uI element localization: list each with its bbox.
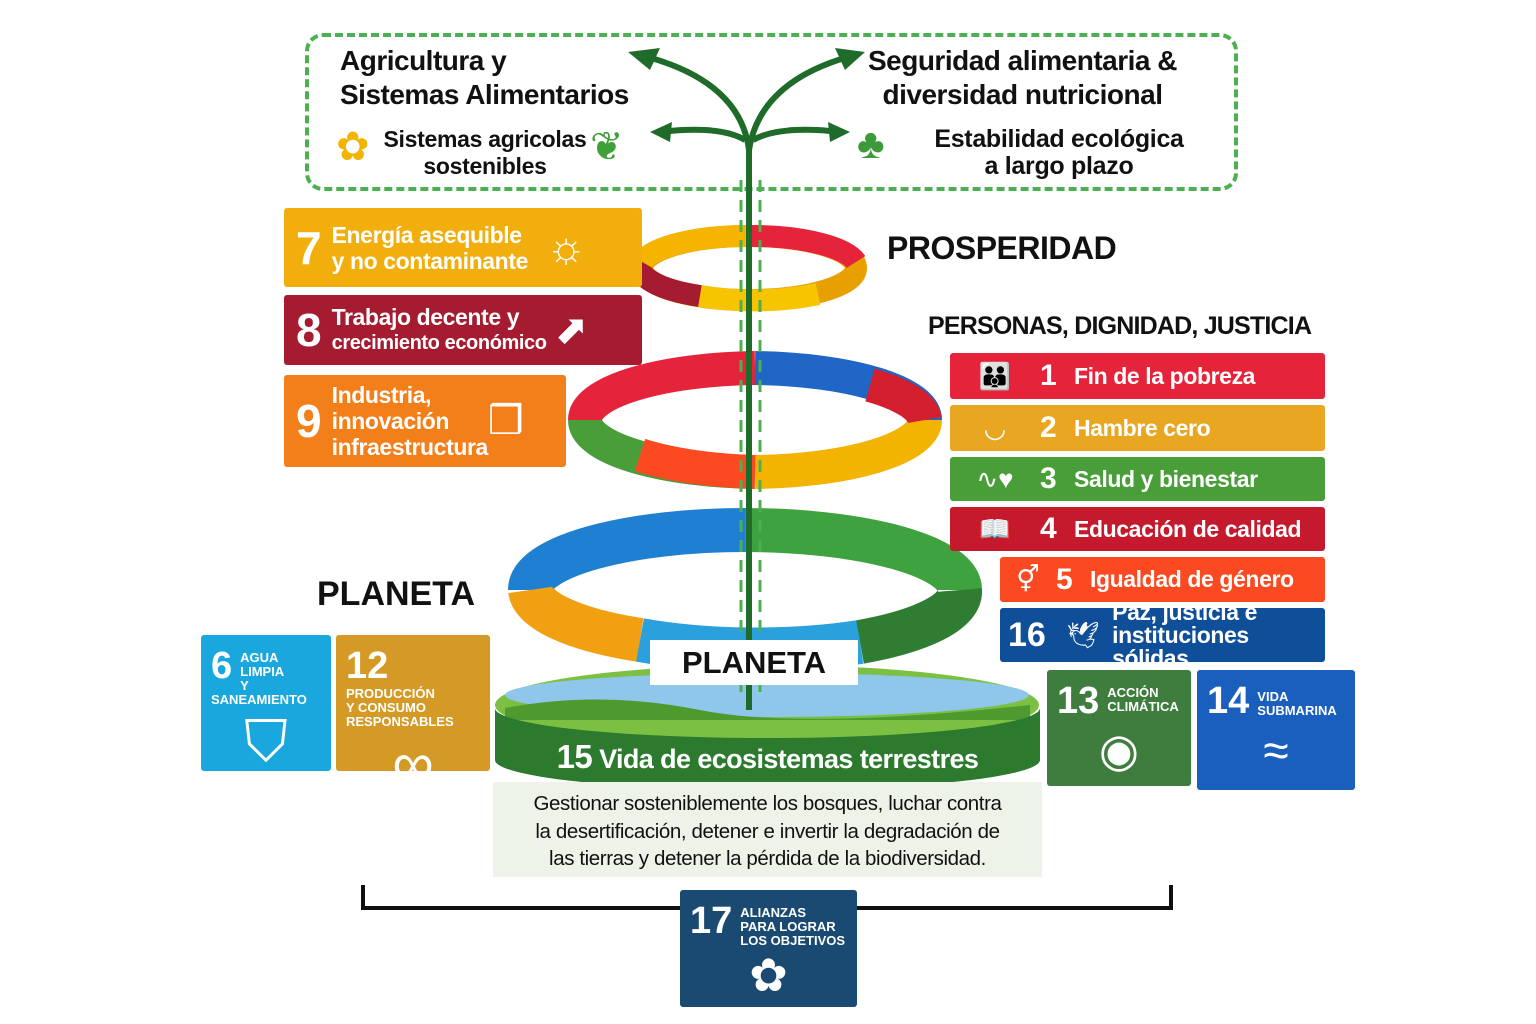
sun-icon: ☼ [546, 222, 587, 272]
goal-15-platform [495, 665, 1040, 791]
planet-ring [508, 508, 982, 672]
prosperity-label: PROSPERIDAD [887, 230, 1117, 266]
dove-icon: 🕊 [1066, 619, 1100, 650]
tree-icon: ♣ [857, 120, 885, 167]
gender-icon: ⚥ [1016, 564, 1040, 594]
planet-ring-label: PLANETA [650, 640, 858, 685]
infinity-icon: ∞ [392, 731, 434, 796]
planet-label: PLANETA [317, 575, 476, 613]
right-title: Seguridad alimentaria &diversidad nutric… [867, 45, 1178, 110]
food-systems-box [305, 33, 1238, 191]
heartbeat-icon: ∿♥ [976, 463, 1014, 494]
family-icon: 👪 [978, 360, 1012, 391]
flower-icon: ✿ [749, 949, 788, 1001]
water-glass-icon: ⛉ [244, 709, 288, 774]
growth-chart-icon: ⬈ [554, 308, 589, 352]
goal-15-title: 15 Vida de ecosistemas terrestres [556, 738, 979, 775]
cubes-icon: ❒ [487, 399, 524, 443]
fish-icon: ≈ [1263, 724, 1289, 776]
wheat-icon: ✿ [336, 125, 370, 169]
people-ring [567, 351, 943, 489]
eye-globe-icon: ◉ [1098, 724, 1140, 776]
stem [639, 52, 856, 710]
goal-15-description: Gestionar sosteniblemente los bosques, l… [493, 782, 1042, 877]
book-icon: 📖 [978, 513, 1012, 544]
leaves-icon: ❦ [590, 125, 624, 169]
bowl-icon: ◡ [983, 412, 1007, 443]
people-label: PERSONAS, DIGNIDAD, JUSTICIA [928, 312, 1312, 340]
